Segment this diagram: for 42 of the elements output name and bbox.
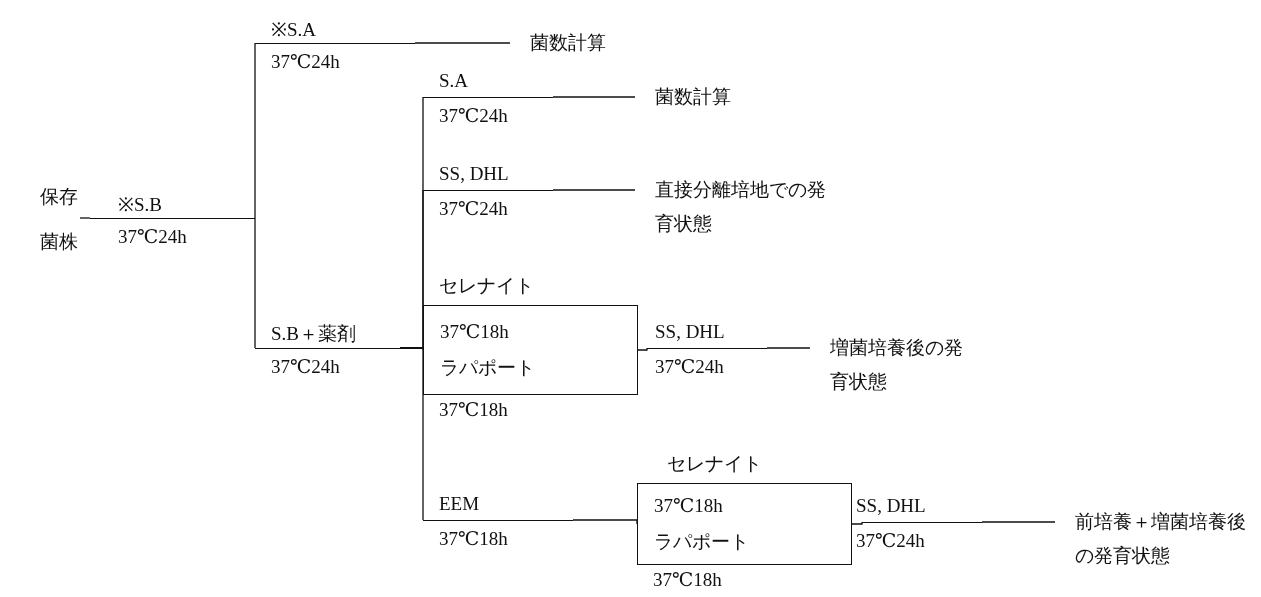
- medium-label: EEM: [439, 493, 480, 515]
- connector-line: [766, 347, 811, 349]
- condition-label: 37℃24h: [655, 355, 724, 378]
- connector-line: [552, 96, 636, 98]
- connector-line: [552, 189, 636, 191]
- condition-label: 37℃24h: [271, 355, 340, 378]
- result-label: 増菌培養後の発育状態: [810, 331, 970, 399]
- medium-label: ラパポート: [440, 356, 536, 380]
- condition-label: 37℃24h: [118, 225, 187, 248]
- connector-line: [254, 217, 256, 349]
- medium-label: SS, DHL: [856, 495, 926, 517]
- medium-label: S.A: [439, 70, 469, 92]
- connector-line: [399, 347, 424, 521]
- connector-line: [79, 217, 91, 219]
- condition-label: 37℃18h: [652, 568, 723, 592]
- condition-label: 37℃24h: [856, 529, 925, 552]
- condition-label: 37℃24h: [439, 197, 508, 220]
- condition-label: 37℃18h: [438, 398, 509, 422]
- connector-line: [981, 521, 1056, 523]
- result-label: 直接分離培地での発育状態: [635, 173, 833, 241]
- medium-label: セレナイト: [666, 452, 763, 476]
- condition-label: 37℃24h: [271, 50, 340, 73]
- medium-label: セレナイト: [438, 274, 535, 298]
- connector-line: [572, 519, 638, 525]
- result-label: 菌数計算: [510, 26, 660, 60]
- result-label: 前培養＋増菌培養後の発育状態: [1055, 505, 1253, 573]
- result-label: 菌数計算: [635, 80, 785, 114]
- medium-label: ラパポート: [654, 530, 750, 554]
- medium-label: ※S.A: [271, 18, 317, 42]
- condition-label: 37℃18h: [440, 320, 510, 344]
- connector-line: [414, 42, 511, 44]
- medium-label: ※S.B: [118, 193, 162, 217]
- medium-label: S.B＋薬剤: [271, 322, 356, 346]
- condition-label: 37℃18h: [439, 527, 508, 550]
- condition-label: 37℃18h: [654, 494, 724, 518]
- condition-label: 37℃24h: [439, 104, 508, 127]
- connector-line: [851, 521, 863, 525]
- source-label: 保存菌株: [40, 174, 80, 264]
- medium-label: SS, DHL: [655, 321, 725, 343]
- connector-line: [637, 347, 648, 351]
- connector-line: [254, 42, 256, 219]
- medium-label: SS, DHL: [439, 163, 509, 185]
